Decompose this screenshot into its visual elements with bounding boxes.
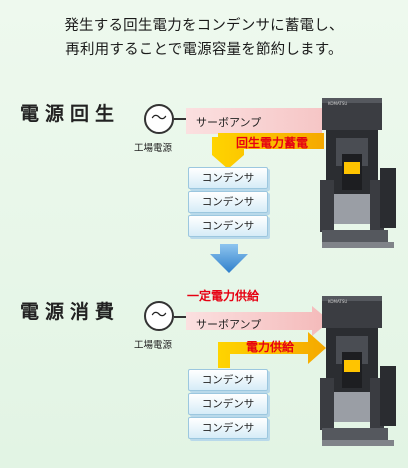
capacitor-5: コンデンサ — [188, 393, 268, 415]
power-supply-arrow — [218, 332, 326, 368]
press-brand-label-1: KOMATSU — [328, 101, 348, 106]
ac-source-icon: 〜 — [144, 104, 174, 134]
press-brand-label-2: KOMATSU — [328, 299, 348, 304]
intro-text: 発生する回生電力をコンデンサに蓄電し、 再利用することで電源容量を節約します。 — [0, 14, 408, 62]
regen-flow-label: 回生電力蓄電 — [236, 136, 309, 150]
constant-supply-label: 一定電力供給 — [187, 289, 260, 303]
source-connector-line-2 — [174, 316, 186, 318]
section-title-regen: 電源回生 — [20, 103, 121, 125]
intro-line-2: 再利用することで電源容量を節約します。 — [65, 42, 343, 58]
capacitor-3: コンデンサ — [188, 215, 268, 237]
servo-amp-band-2 — [186, 306, 330, 336]
servo-amp-band — [186, 108, 322, 134]
section-title-consume: 電源消費 — [20, 301, 121, 323]
source-connector-line — [174, 118, 186, 120]
capacitor-2: コンデンサ — [188, 191, 268, 213]
capacitor-1: コンデンサ — [188, 167, 268, 189]
factory-power-label-2: 工場電源 — [134, 340, 173, 351]
power-supply-label: 電力供給 — [246, 340, 295, 354]
capacitor-4: コンデンサ — [188, 369, 268, 391]
servo-amp-label-2: サーボアンプ — [196, 318, 262, 331]
capacitor-6: コンデンサ — [188, 417, 268, 439]
transition-down-arrow — [210, 244, 248, 273]
servo-amp-label: サーボアンプ — [196, 116, 262, 129]
servo-press-machine-2 — [320, 296, 396, 446]
factory-power-label: 工場電源 — [134, 143, 173, 154]
intro-line-1: 発生する回生電力をコンデンサに蓄電し、 — [64, 18, 344, 34]
servo-press-machine-1 — [320, 98, 396, 248]
regen-flow-arrow — [212, 133, 324, 169]
ac-source-icon-2: 〜 — [144, 301, 174, 331]
